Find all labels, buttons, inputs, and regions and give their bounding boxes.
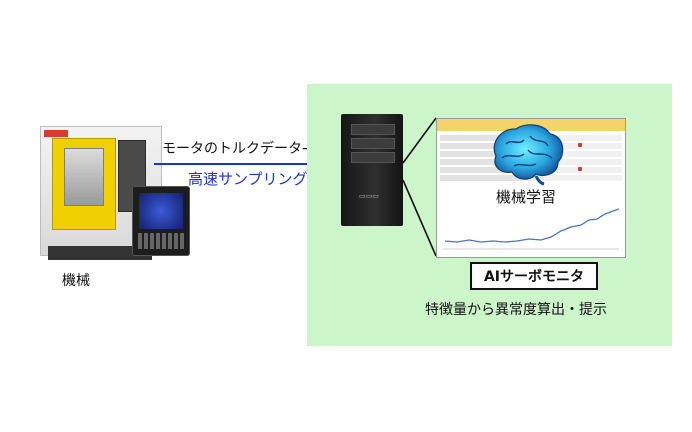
machine-tool-image	[22, 118, 192, 268]
pc-brand-mark: ▭▭▭	[359, 192, 379, 200]
machine-base	[48, 246, 152, 260]
drive-bay	[351, 124, 395, 135]
product-name: AIサーボモニタ	[483, 269, 585, 285]
cnc-keys	[138, 233, 184, 249]
brain-icon	[493, 124, 564, 186]
trend-chart	[443, 208, 620, 250]
pointer-line-top	[402, 117, 437, 164]
alert-marker	[578, 167, 582, 171]
machine-window	[64, 148, 104, 206]
torque-data-label: モータのトルクデータ→	[162, 141, 314, 157]
machine-learning-label: 機械学習	[496, 188, 557, 206]
sampling-label: 高速サンプリング	[188, 170, 308, 188]
cnc-screen	[139, 193, 183, 229]
pointer-line-bottom	[402, 179, 437, 257]
data-flow-line	[154, 163, 340, 165]
feature-description: 特徴量から異常度算出・提示	[425, 302, 607, 318]
trend-line	[444, 208, 620, 243]
cnc-control-panel	[132, 186, 190, 256]
machine-logo	[44, 130, 68, 137]
machine-label: 機械	[62, 273, 90, 289]
pc-tower-image: ▭▭▭	[341, 114, 403, 226]
alert-marker	[578, 143, 582, 147]
product-name-box: AIサーボモニタ	[470, 262, 598, 290]
drive-bay	[351, 152, 395, 163]
drive-bay	[351, 138, 395, 149]
